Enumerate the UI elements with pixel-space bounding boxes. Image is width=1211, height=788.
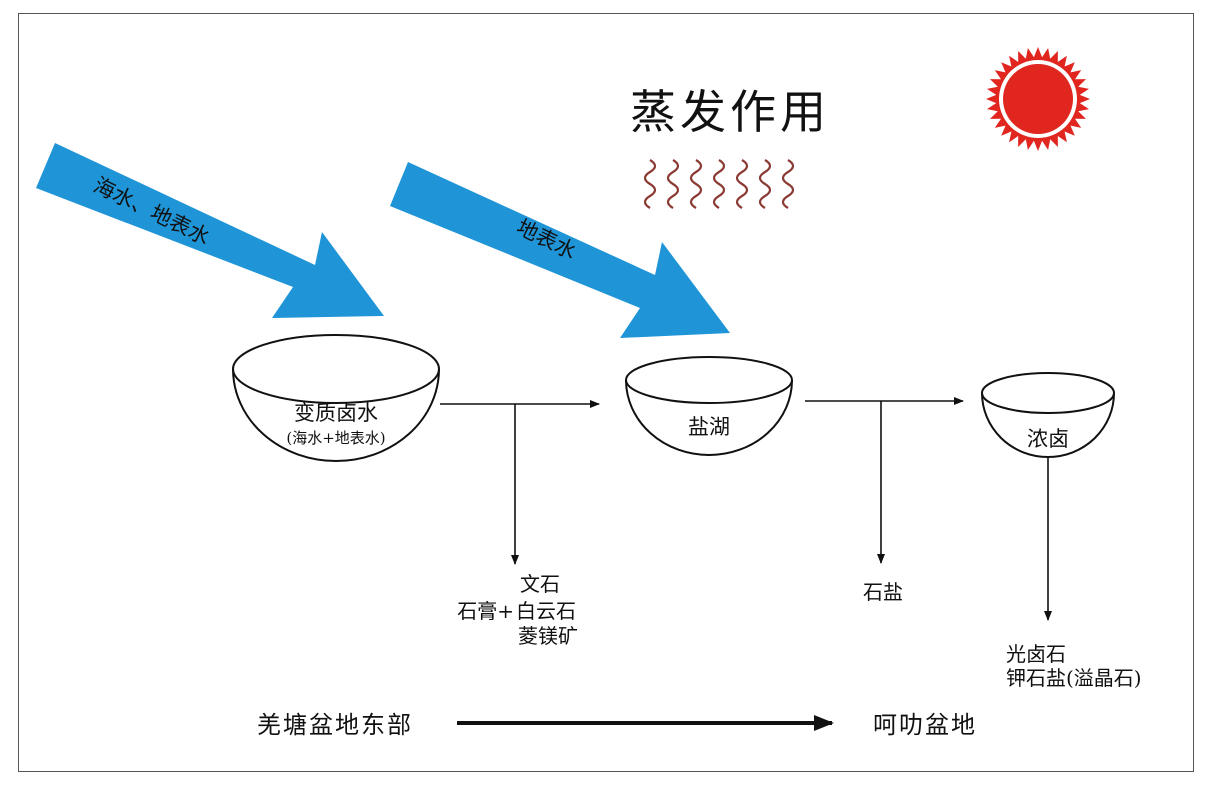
basin-bowl-3: 浓卤 [981, 372, 1115, 458]
basin-label-1: 变质卤水 [294, 401, 378, 425]
diagram-title: 蒸发作用 [630, 85, 830, 139]
precipitate-item: 白云石 [516, 599, 576, 623]
transition-to-label: 呵叻盆地 [873, 711, 977, 739]
precipitate-item: 菱镁矿 [518, 624, 578, 648]
basin-bowl-1: 变质卤水 (海水+地表水) [232, 334, 440, 462]
diagram-frame [18, 13, 1194, 772]
precipitate-group-2: 石盐 [863, 580, 903, 604]
transition-from-label: 羌塘盆地东部 [257, 711, 413, 739]
basin-label-2: 盐湖 [688, 415, 730, 439]
precipitate-group-3: 光卤石 钾石盐(溢晶石) [1006, 642, 1142, 690]
sun-core [1003, 64, 1073, 134]
basin-bowl-2: 盐湖 [625, 356, 793, 456]
precipitate-item: 光卤石 [1006, 642, 1066, 666]
heat-wave [781, 159, 795, 209]
basin-label-3: 浓卤 [1027, 427, 1069, 451]
precipitate-group-1: 石膏+ 文石 白云石 菱镁矿 [457, 572, 578, 648]
heat-wave [689, 159, 703, 209]
heat-wave-icon [643, 159, 795, 209]
heat-wave [643, 159, 657, 209]
precipitate-item: 钾石盐(溢晶石) [1006, 666, 1142, 690]
precipitate-prefix-1: 石膏+ [457, 599, 514, 623]
inflow-arrow-2: 地表水 [390, 162, 730, 338]
heat-wave [666, 159, 680, 209]
precipitate-item: 石盐 [863, 580, 903, 604]
heat-wave [712, 159, 726, 209]
sun-icon [986, 47, 1090, 151]
precipitate-item: 文石 [520, 572, 560, 596]
inflow-arrow-1: 海水、地表水 [36, 143, 384, 318]
heat-wave [735, 159, 749, 209]
basin-sublabel-1: (海水+地表水) [286, 429, 385, 447]
heat-wave [758, 159, 772, 209]
